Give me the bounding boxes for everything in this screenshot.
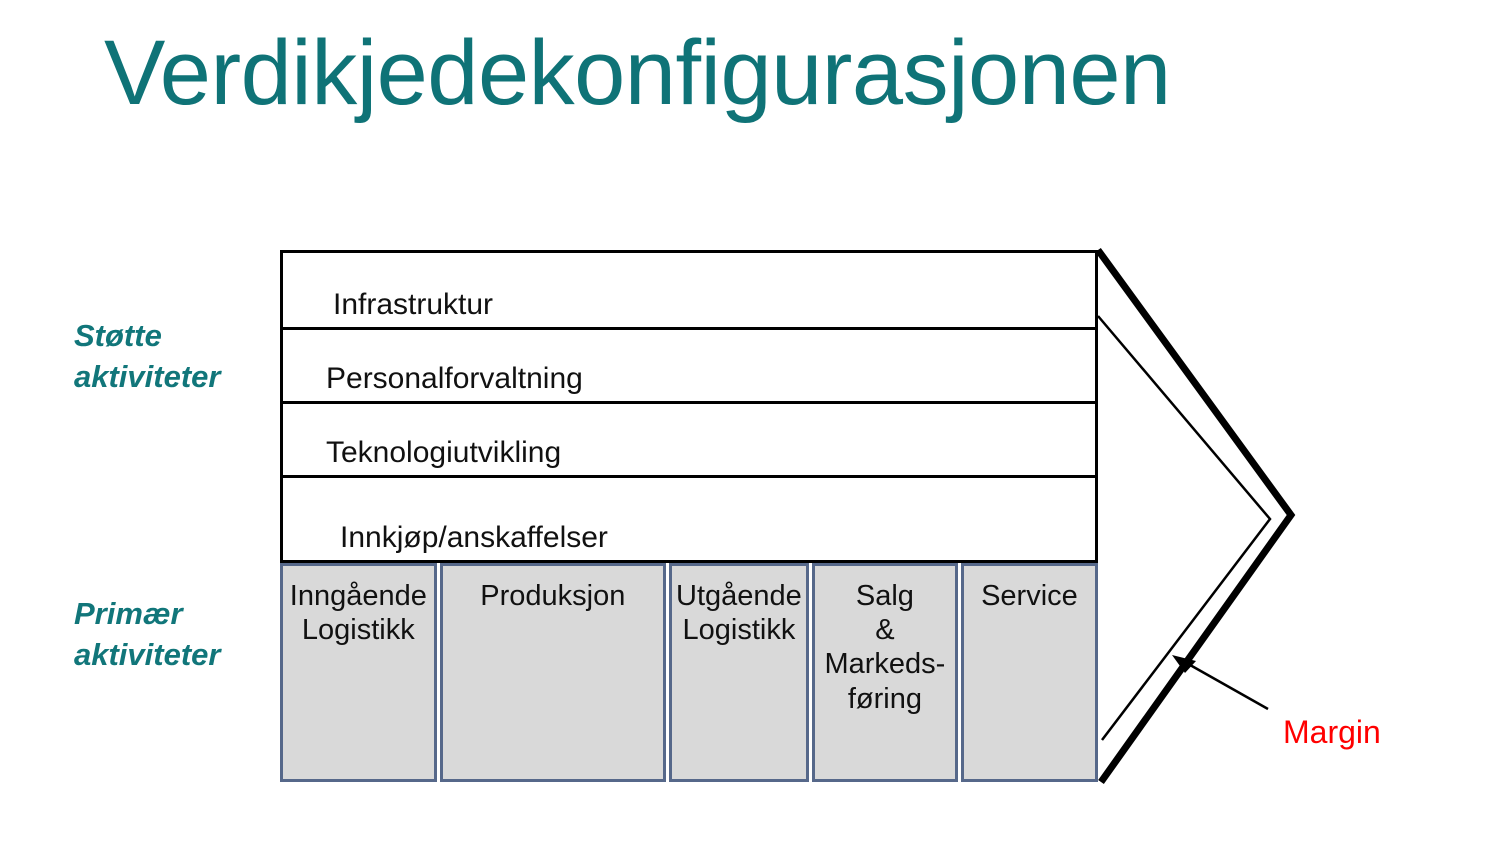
primary-activity-label: Utgående Logistikk xyxy=(676,580,802,647)
support-activity-label: Infrastruktur xyxy=(333,288,494,321)
support-activities-label-line1: Støtte xyxy=(74,318,162,353)
support-activities-stack: Infrastruktur Personalforvaltning Teknol… xyxy=(280,250,1098,563)
primary-activities-label: Primær aktiviteter xyxy=(74,594,304,676)
arrowhead-outer-chevron-icon xyxy=(1095,247,1296,785)
primary-activity-label: Produksjon xyxy=(480,580,626,612)
primary-activity-cell[interactable]: Salg & Markeds- føring xyxy=(811,563,958,782)
arrowhead-inner-chevron-icon xyxy=(1097,315,1272,741)
primary-activity-cell[interactable]: Inngående Logistikk xyxy=(280,563,437,782)
support-activities-label-line2: aktiviteter xyxy=(74,358,221,394)
primary-activity-cell[interactable]: Produksjon xyxy=(439,563,666,782)
primary-activity-label: Inngående Logistikk xyxy=(289,580,427,647)
primary-activity-label: Salg & Markeds- føring xyxy=(824,580,946,715)
support-activity-row[interactable]: Infrastruktur xyxy=(283,253,1095,330)
primary-activity-cell[interactable]: Service xyxy=(960,563,1098,782)
support-activity-row[interactable]: Personalforvaltning xyxy=(283,330,1095,404)
margin-arrow-tip-icon xyxy=(1172,655,1196,673)
support-activity-label: Teknologiutvikling xyxy=(326,436,562,469)
primary-activities-label-line1: Primær xyxy=(74,596,183,631)
support-activity-label: Innkjøp/anskaffelser xyxy=(340,521,608,554)
primary-activity-label: Service xyxy=(981,580,1078,612)
support-activities-label: Støtte aktiviteter xyxy=(74,316,304,398)
support-activity-row[interactable]: Teknologiutvikling xyxy=(283,404,1095,478)
primary-activity-cell[interactable]: Utgående Logistikk xyxy=(668,563,809,782)
primary-activities-row: Inngående Logistikk Produksjon Utgående … xyxy=(280,563,1098,782)
support-activity-label: Personalforvaltning xyxy=(326,362,583,395)
margin-leader-line xyxy=(1182,659,1269,711)
support-activity-row[interactable]: Innkjøp/anskaffelser xyxy=(283,478,1095,560)
page-title: Verdikjedekonfigurasjonen xyxy=(104,22,1171,124)
primary-activities-label-line2: aktiviteter xyxy=(74,636,221,672)
margin-callout-label: Margin xyxy=(1283,714,1381,750)
